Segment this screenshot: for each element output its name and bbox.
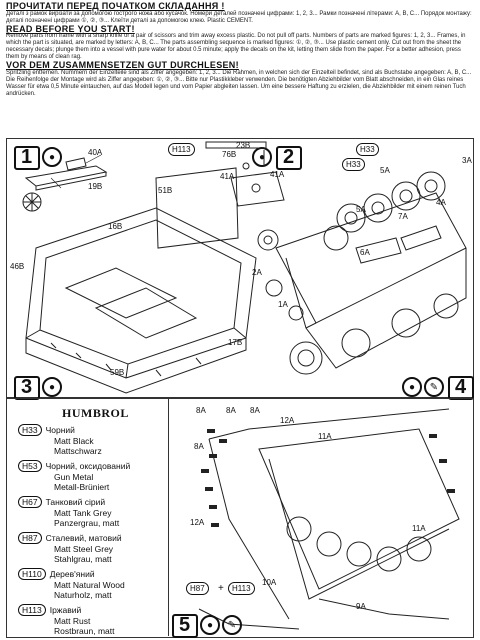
part-label: 17B: [228, 338, 243, 347]
step-1-number: 1: [21, 146, 33, 168]
part-label: 8A: [226, 406, 236, 415]
paint-code: H87: [18, 532, 42, 544]
part-label: 76B: [222, 150, 237, 159]
paint-name-en: Gun Metal: [54, 472, 94, 482]
step-1-badge: [14, 146, 40, 170]
part-label: 3A: [462, 156, 472, 165]
divider: [168, 398, 169, 636]
part-label: 8A: [250, 406, 260, 415]
en-title: READ BEFORE YOU START!: [6, 23, 135, 34]
plus-sign: +: [218, 583, 224, 594]
panel-step-4-paints: [6, 398, 474, 638]
step-4-badge: [448, 376, 474, 400]
paint-name-en: Matt Tank Grey: [54, 508, 112, 518]
instructions-header: ПРОЧИТАТИ ПЕРЕД ПОЧАТКОМ СКЛАДАННЯ ! Дет…: [6, 2, 474, 98]
panel-steps-1-2: [6, 138, 474, 398]
paint-brush-icon: ✎: [424, 377, 444, 397]
paint-name-ua: Чорний, оксидований: [45, 461, 131, 471]
part-label: 41A: [270, 170, 285, 179]
glue-drop-icon: ●: [402, 377, 422, 397]
ua-body: Деталі з рамок вирізати за допомогою гос…: [6, 10, 472, 24]
step-5-number: 5: [179, 614, 191, 636]
paint-callout-h33: H33: [342, 158, 365, 171]
glue-drop-icon: ●: [200, 615, 220, 635]
part-label: 5A: [380, 166, 390, 175]
de-body: Spritzling entfernen. Nummern der Einzel…: [6, 69, 472, 97]
paint-name-ua: Чорний: [45, 425, 75, 435]
part-label: 1A: [278, 300, 288, 309]
paint-name-de: Mattschwarz: [54, 446, 102, 456]
part-label: 16B: [108, 222, 123, 231]
assembly-drawing-steps-1-2: [22, 141, 467, 394]
part-label: 4A: [436, 198, 446, 207]
part-label: 11A: [318, 432, 332, 441]
part-label: 41A: [220, 172, 235, 181]
ua-title: ПРОЧИТАТИ ПЕРЕД ПОЧАТКОМ СКЛАДАННЯ !: [6, 1, 225, 11]
part-label: 46B: [10, 262, 25, 271]
paint-name-en: Matt Steel Grey: [54, 544, 114, 554]
paint-code: H113: [18, 604, 46, 616]
glue-drop-icon: ●: [42, 377, 62, 397]
part-label: 6A: [360, 248, 370, 257]
part-label: 19B: [88, 182, 103, 191]
paint-name-ua: Танковий сірий: [45, 497, 106, 507]
paint-code: H33: [18, 424, 42, 436]
part-label: 9A: [356, 602, 366, 611]
paint-name-ua: Іржавий: [49, 605, 82, 615]
part-label: 51B: [158, 186, 173, 195]
step-4-number: 4: [455, 376, 467, 398]
part-label: 10A: [262, 578, 277, 587]
part-label: 8A: [196, 406, 206, 415]
paint-name-en: Matt Black: [54, 436, 94, 446]
part-label: 59B: [110, 368, 125, 377]
part-label: 11A: [412, 524, 426, 533]
paint-name-de: Metall-Brüniert: [54, 482, 110, 492]
paint-callout-h87: H87: [186, 582, 209, 595]
paint-code: H53: [18, 460, 42, 472]
paint-name-ua: Дерев'яний: [49, 569, 95, 579]
paint-name-ua: Сталевий, матовий: [45, 533, 122, 543]
paint-name-en: Matt Natural Wood: [54, 580, 125, 590]
paint-name-en: Matt Rust: [54, 616, 91, 626]
step-5-badge: [172, 614, 198, 638]
part-label: 12A: [190, 518, 205, 527]
step-2-badge: [276, 146, 302, 170]
de-title: VOR DEM ZUSAMMENSETZEN GUT DURCHLESEN!: [6, 60, 239, 70]
part-label: 2A: [252, 268, 262, 277]
part-label: 5A: [356, 205, 366, 214]
paint-name-de: Stahlgrau, matt: [54, 554, 112, 564]
part-label: 8A: [194, 442, 204, 451]
paint-callout-h33: H33: [356, 143, 379, 156]
step-3-number: 3: [21, 376, 33, 398]
paint-callout-h113: H113: [168, 143, 195, 156]
en-body: Remove parts from frame with a sharp kni…: [6, 33, 466, 60]
paint-name-de: Panzergrau, matt: [54, 518, 120, 528]
humbrol-brand: HUMBROL: [62, 406, 129, 420]
part-label: 12A: [280, 416, 295, 425]
paint-name-de: Rostbraun, matt: [54, 626, 115, 636]
paint-code: H67: [18, 496, 42, 508]
step-3-badge: [14, 376, 40, 400]
paint-brush-icon: ✎: [222, 615, 242, 635]
paint-callout-h113: H113: [228, 582, 255, 595]
paint-code: H110: [18, 568, 46, 580]
part-label: 23B: [236, 141, 251, 150]
paint-name-de: Naturholz, matt: [54, 590, 112, 600]
part-label: 40A: [88, 148, 103, 157]
step-2-number: 2: [283, 146, 295, 168]
part-label: 7A: [398, 212, 408, 221]
glue-drop-icon: ●: [42, 147, 62, 167]
